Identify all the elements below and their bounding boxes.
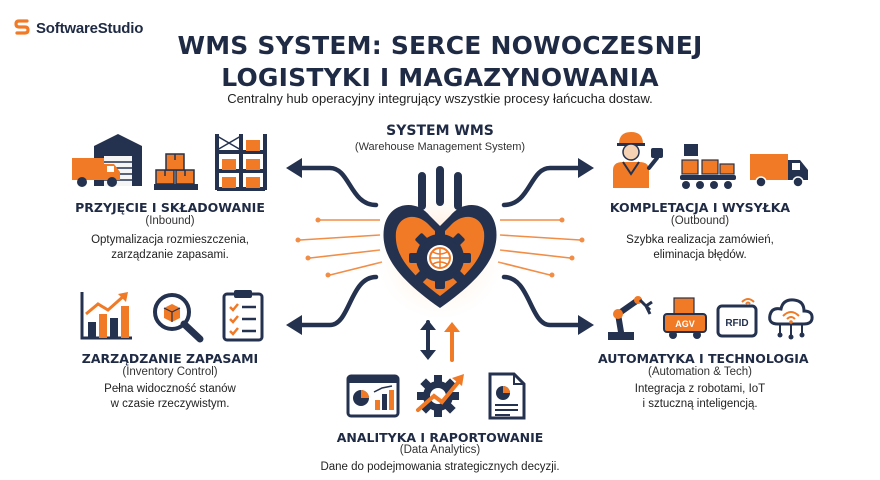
inventory-desc-1: Pełna widoczność stanów (104, 383, 236, 395)
title-line-2: LOGISTYKI I MAGAZYNOWANIA (221, 63, 659, 92)
clipboard-checklist-icon (222, 290, 264, 342)
title-line-1: WMS SYSTEM: SERCE NOWOCZESNEJ (177, 31, 703, 60)
subtitle: Centralny hub operacyjny integrujący wsz… (227, 91, 653, 106)
inbound-title: PRZYJĘCIE I SKŁADOWANIE (75, 200, 265, 215)
outbound-subtitle: (Outbound) (670, 215, 730, 227)
inbound-subtitle: (Inbound) (145, 215, 195, 227)
automation-desc-1: Integracja z robotami, IoT (634, 383, 766, 395)
outbound-desc-2: eliminacja błędów. (653, 249, 747, 261)
agv-label: AGV (675, 319, 695, 329)
inbound-desc-1: Optymalizacja rozmieszczenia, (91, 234, 249, 246)
outbound-title: KOMPLETACJA I WYSYŁKA (609, 200, 791, 215)
inventory-subtitle: (Inventory Control) (122, 366, 218, 378)
brand-logo[interactable]: SoftwareStudio (14, 19, 143, 37)
brand-name: SoftwareStudio (36, 19, 144, 37)
conveyor-icon (680, 144, 736, 189)
inbound-desc-2: zarządzanie zapasami. (111, 249, 229, 261)
robot-arm-icon (608, 296, 653, 340)
analytics-desc-1: Dane do podejmowania strategicznych decy… (320, 461, 560, 473)
automation-title: AUTOMATYKA I TECHNOLOGIA (598, 351, 809, 366)
center-subtitle: (Warehouse Management System) (354, 141, 526, 153)
gear-trend-icon (416, 374, 464, 417)
delivery-truck-icon (750, 154, 808, 188)
dashboard-icon (346, 374, 400, 418)
rfid-label: RFID (725, 318, 748, 329)
report-pie-icon (488, 372, 526, 420)
outbound-desc-1: Szybka realizacja zamówień, (626, 234, 774, 246)
magnifier-box-icon (153, 293, 204, 343)
worker-scanner-icon (613, 132, 663, 188)
center-title: SYSTEM WMS (386, 123, 494, 139)
inventory-desc-2: w czasie rzeczywistym. (110, 398, 230, 410)
pallet-boxes-icon (154, 153, 198, 190)
heart-gear-icon (372, 166, 508, 318)
brand-mark-icon (14, 19, 30, 35)
agv-robot-icon: AGV (663, 297, 707, 339)
inventory-title: ZARZĄDZANIE ZAPASAMI (81, 351, 259, 366)
cloud-iot-icon (768, 298, 814, 340)
automation-desc-2: i sztuczną inteligencją. (642, 398, 758, 410)
warehouse-truck-icon (72, 134, 142, 187)
analytics-title: ANALITYKA I RAPORTOWANIE (336, 430, 544, 445)
rfid-tag-icon: RFID (716, 298, 758, 338)
automation-subtitle: (Automation & Tech) (648, 366, 752, 378)
analytics-subtitle: (Data Analytics) (399, 444, 481, 456)
bar-chart-icon (80, 292, 132, 340)
storage-rack-icon (215, 134, 267, 191)
